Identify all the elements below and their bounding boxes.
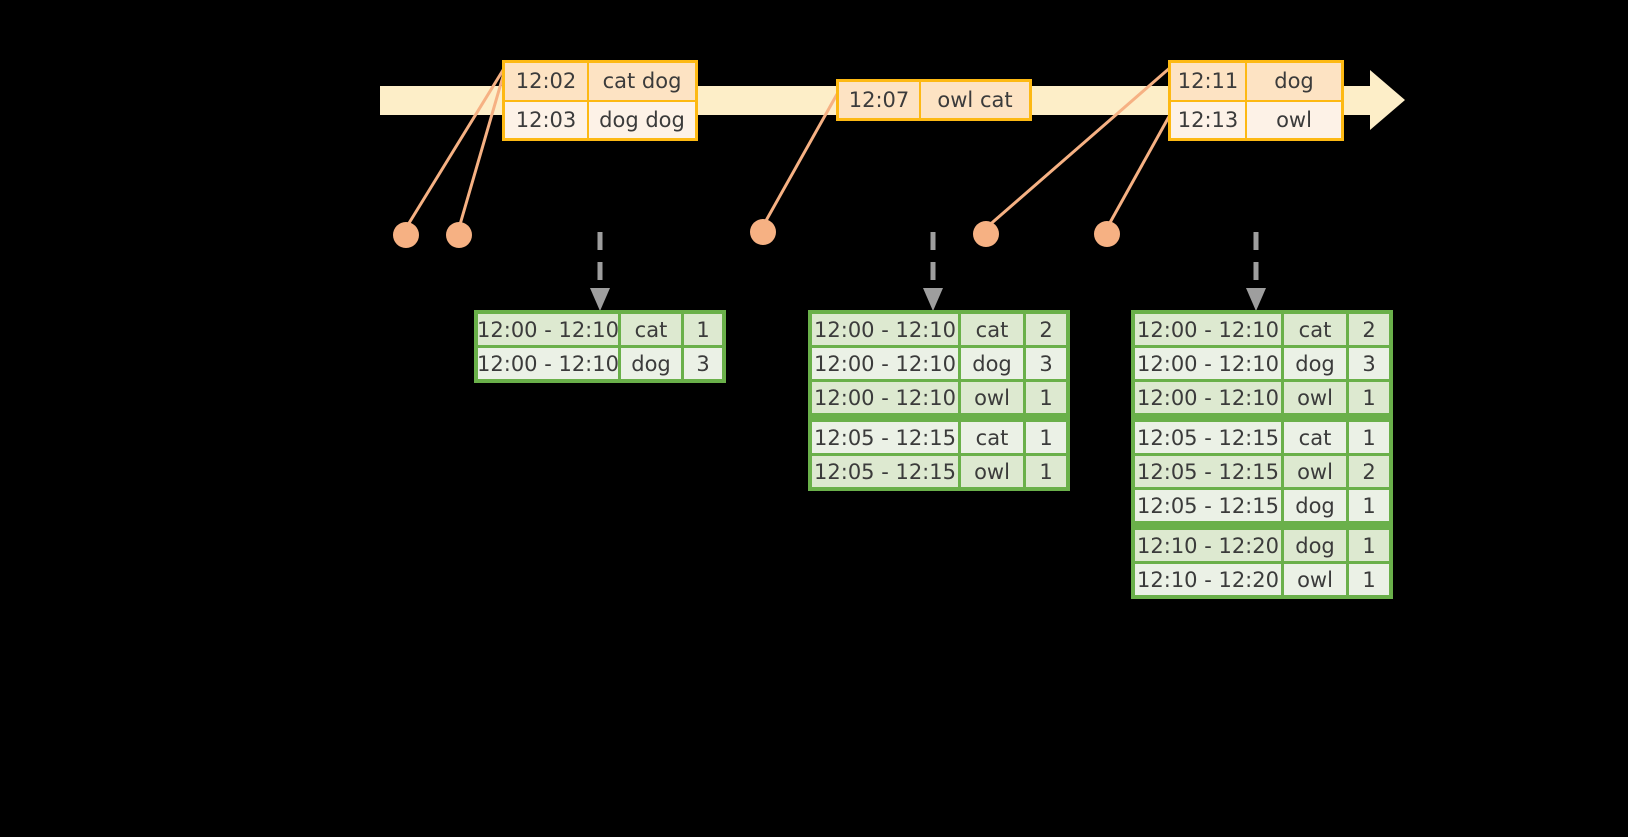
cell-window: 12:00 - 12:10 <box>1135 382 1281 413</box>
cell-count: 1 <box>1349 530 1389 561</box>
timeline-event-row: 12:11 dog <box>1171 63 1341 100</box>
timeline-event-box-3: 12:11 dog 12:13 owl <box>1168 60 1344 141</box>
table-group-separator <box>1135 416 1389 419</box>
event-time: 12:02 <box>505 63 587 100</box>
cell-window: 12:00 - 12:10 <box>477 314 619 345</box>
cell-key: dog <box>621 348 681 379</box>
cell-window: 12:05 - 12:15 <box>812 456 958 487</box>
event-time: 12:11 <box>1171 63 1245 100</box>
cell-key: owl <box>961 456 1023 487</box>
cell-window: 12:00 - 12:10 <box>812 314 958 345</box>
dashed-arrow-2 <box>923 232 943 311</box>
event-value: dog dog <box>587 101 695 138</box>
marker-dot-2 <box>446 222 472 248</box>
marker-dot-3 <box>750 219 776 245</box>
cell-key: cat <box>1284 422 1346 453</box>
dashed-arrow-1 <box>590 232 610 311</box>
cell-count: 2 <box>1349 314 1389 345</box>
cell-key: owl <box>961 382 1023 413</box>
timeline-arrow-head <box>1370 70 1405 130</box>
marker-dot-5 <box>1094 221 1120 247</box>
event-value: owl cat <box>919 82 1029 118</box>
cell-key: dog <box>1284 490 1346 521</box>
cell-window: 12:00 - 12:10 <box>1135 314 1281 345</box>
cell-count: 1 <box>1026 422 1066 453</box>
cell-count: 3 <box>1349 348 1389 379</box>
table-group-separator <box>1135 524 1389 527</box>
table-group-separator <box>812 416 1066 419</box>
cell-window: 12:05 - 12:15 <box>1135 422 1281 453</box>
cell-count: 1 <box>1026 382 1066 413</box>
timeline-event-box-2: 12:07 owl cat <box>836 79 1032 121</box>
cell-key: owl <box>1284 564 1346 595</box>
cell-window: 12:00 - 12:10 <box>812 382 958 413</box>
dashed-arrow-3 <box>1246 232 1266 311</box>
timeline-event-row: 12:03 dog dog <box>505 99 695 138</box>
cell-count: 1 <box>1349 490 1389 521</box>
cell-count: 1 <box>684 314 722 345</box>
cell-key: dog <box>1284 348 1346 379</box>
cell-window: 12:10 - 12:20 <box>1135 564 1281 595</box>
cell-count: 1 <box>1349 382 1389 413</box>
timeline-event-row: 12:07 owl cat <box>839 82 1029 118</box>
cell-count: 3 <box>684 348 722 379</box>
timeline-event-box-1: 12:02 cat dog 12:03 dog dog <box>502 60 698 141</box>
cell-count: 1 <box>1349 564 1389 595</box>
cell-key: cat <box>1284 314 1346 345</box>
cell-key: cat <box>961 314 1023 345</box>
event-time: 12:13 <box>1171 101 1245 138</box>
event-time: 12:03 <box>505 101 587 138</box>
event-time: 12:07 <box>839 82 919 118</box>
event-value: owl <box>1245 101 1341 138</box>
timeline-event-row: 12:13 owl <box>1171 99 1341 138</box>
marker-dot-4 <box>973 221 999 247</box>
cell-key: owl <box>1284 382 1346 413</box>
cell-count: 3 <box>1026 348 1066 379</box>
cell-window: 12:10 - 12:20 <box>1135 530 1281 561</box>
cell-window: 12:05 - 12:15 <box>812 422 958 453</box>
event-value: cat dog <box>587 63 695 100</box>
event-value: dog <box>1245 63 1341 100</box>
cell-key: cat <box>961 422 1023 453</box>
cell-window: 12:05 - 12:15 <box>1135 490 1281 521</box>
cell-count: 1 <box>1026 456 1066 487</box>
cell-window: 12:00 - 12:10 <box>812 348 958 379</box>
timeline-event-row: 12:02 cat dog <box>505 63 695 100</box>
cell-key: dog <box>961 348 1023 379</box>
cell-window: 12:00 - 12:10 <box>1135 348 1281 379</box>
marker-dot-1 <box>393 222 419 248</box>
cell-window: 12:00 - 12:10 <box>477 348 619 379</box>
cell-key: cat <box>621 314 681 345</box>
cell-count: 1 <box>1349 422 1389 453</box>
cell-window: 12:05 - 12:15 <box>1135 456 1281 487</box>
cell-count: 2 <box>1349 456 1389 487</box>
cell-key: owl <box>1284 456 1346 487</box>
cell-count: 2 <box>1026 314 1066 345</box>
cell-key: dog <box>1284 530 1346 561</box>
